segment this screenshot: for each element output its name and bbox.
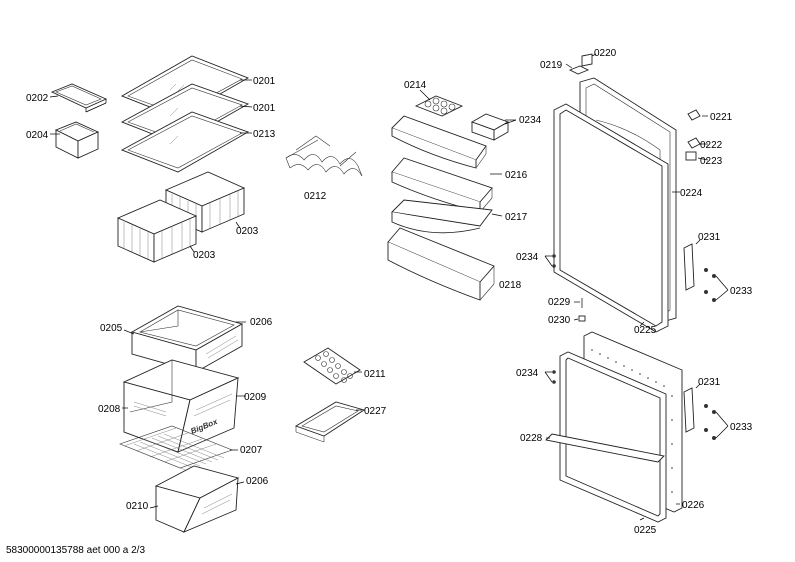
part-0234-butter-box: [470, 113, 510, 141]
part-0205-0206-drawer-top: [130, 305, 244, 373]
part-0219-0220-hinge: [568, 53, 593, 75]
part-0211-ice-tray: [303, 347, 361, 385]
label-0208: 0208: [98, 404, 121, 415]
label-0228: 0228: [520, 433, 543, 444]
label-0225-a: 0225: [634, 325, 657, 336]
label-0201-b: 0201: [253, 103, 276, 114]
label-0233-a: 0233: [730, 286, 753, 297]
label-0233-b: 0233: [730, 422, 753, 433]
part-0206-0210-drawer-bottom: [154, 465, 240, 533]
label-0224: 0224: [680, 188, 703, 199]
label-0204: 0204: [26, 130, 49, 141]
label-0223: 0223: [700, 156, 723, 167]
part-0203-basket-front: [116, 199, 198, 263]
part-0218-bottle-shelf: [387, 227, 495, 301]
part-0233-screws-upper: [704, 268, 729, 302]
label-0222: 0222: [700, 140, 723, 151]
part-0214-egg-tray: [414, 95, 464, 117]
part-0221-0223-small-parts: [685, 109, 701, 161]
label-0209: 0209: [244, 392, 267, 403]
label-0218: 0218: [499, 280, 522, 291]
label-0213: 0213: [253, 129, 276, 140]
label-0207: 0207: [240, 445, 263, 456]
label-0205: 0205: [100, 323, 123, 334]
label-0234-b: 0234: [516, 252, 539, 263]
label-0221: 0221: [710, 112, 733, 123]
part-0227-ice-tray-lid: [294, 401, 366, 443]
part-0233-screws-lower: [704, 404, 729, 440]
label-0220: 0220: [594, 48, 617, 59]
part-0208-0209-bigbox-drawer: BigBox: [122, 359, 240, 453]
part-0229-0230-pin: [573, 298, 586, 322]
label-0214: 0214: [404, 80, 427, 91]
part-0225-gasket-lower: [559, 351, 667, 523]
label-0206-b: 0206: [246, 476, 269, 487]
label-0231-b: 0231: [698, 377, 721, 388]
part-0228-trim-strip: [545, 433, 665, 463]
label-0229: 0229: [548, 297, 571, 308]
label-0206-a: 0206: [250, 317, 273, 328]
label-0219: 0219: [540, 60, 563, 71]
label-0234-c: 0234: [516, 368, 539, 379]
label-0226: 0226: [682, 500, 705, 511]
part-0207-wire-grid: [119, 425, 233, 472]
part-0234-screws-door-upper: [544, 254, 556, 268]
label-0231-a: 0231: [698, 232, 721, 243]
part-0231-handle-upper: [683, 239, 701, 291]
label-0225-b: 0225: [634, 525, 657, 536]
part-0214-door-shelf: [391, 115, 487, 169]
label-0216: 0216: [505, 170, 528, 181]
part-0225-gasket-upper: [553, 103, 669, 333]
label-0203-a: 0203: [236, 226, 259, 237]
part-0231-handle-lower: [683, 383, 701, 433]
part-0216-door-shelf: [391, 157, 493, 213]
part-0204-box: [54, 121, 100, 159]
label-0212: 0212: [304, 191, 327, 202]
label-0201-a: 0201: [253, 76, 276, 87]
label-0202: 0202: [26, 93, 49, 104]
label-0234-a: 0234: [519, 115, 542, 126]
part-0212-wine-rack: [285, 135, 363, 177]
label-0203-b: 0203: [193, 250, 216, 261]
part-0202-lid: [50, 83, 108, 113]
part-0234-screws-door-lower: [544, 370, 556, 384]
document-footer: 58300000135788 aet 000 a 2/3: [6, 545, 145, 556]
label-0211: 0211: [364, 369, 386, 380]
label-0230: 0230: [548, 315, 571, 326]
label-0227: 0227: [364, 406, 387, 417]
part-0217-door-shelf: [391, 199, 493, 234]
label-0217: 0217: [505, 212, 528, 223]
label-0210: 0210: [126, 501, 149, 512]
